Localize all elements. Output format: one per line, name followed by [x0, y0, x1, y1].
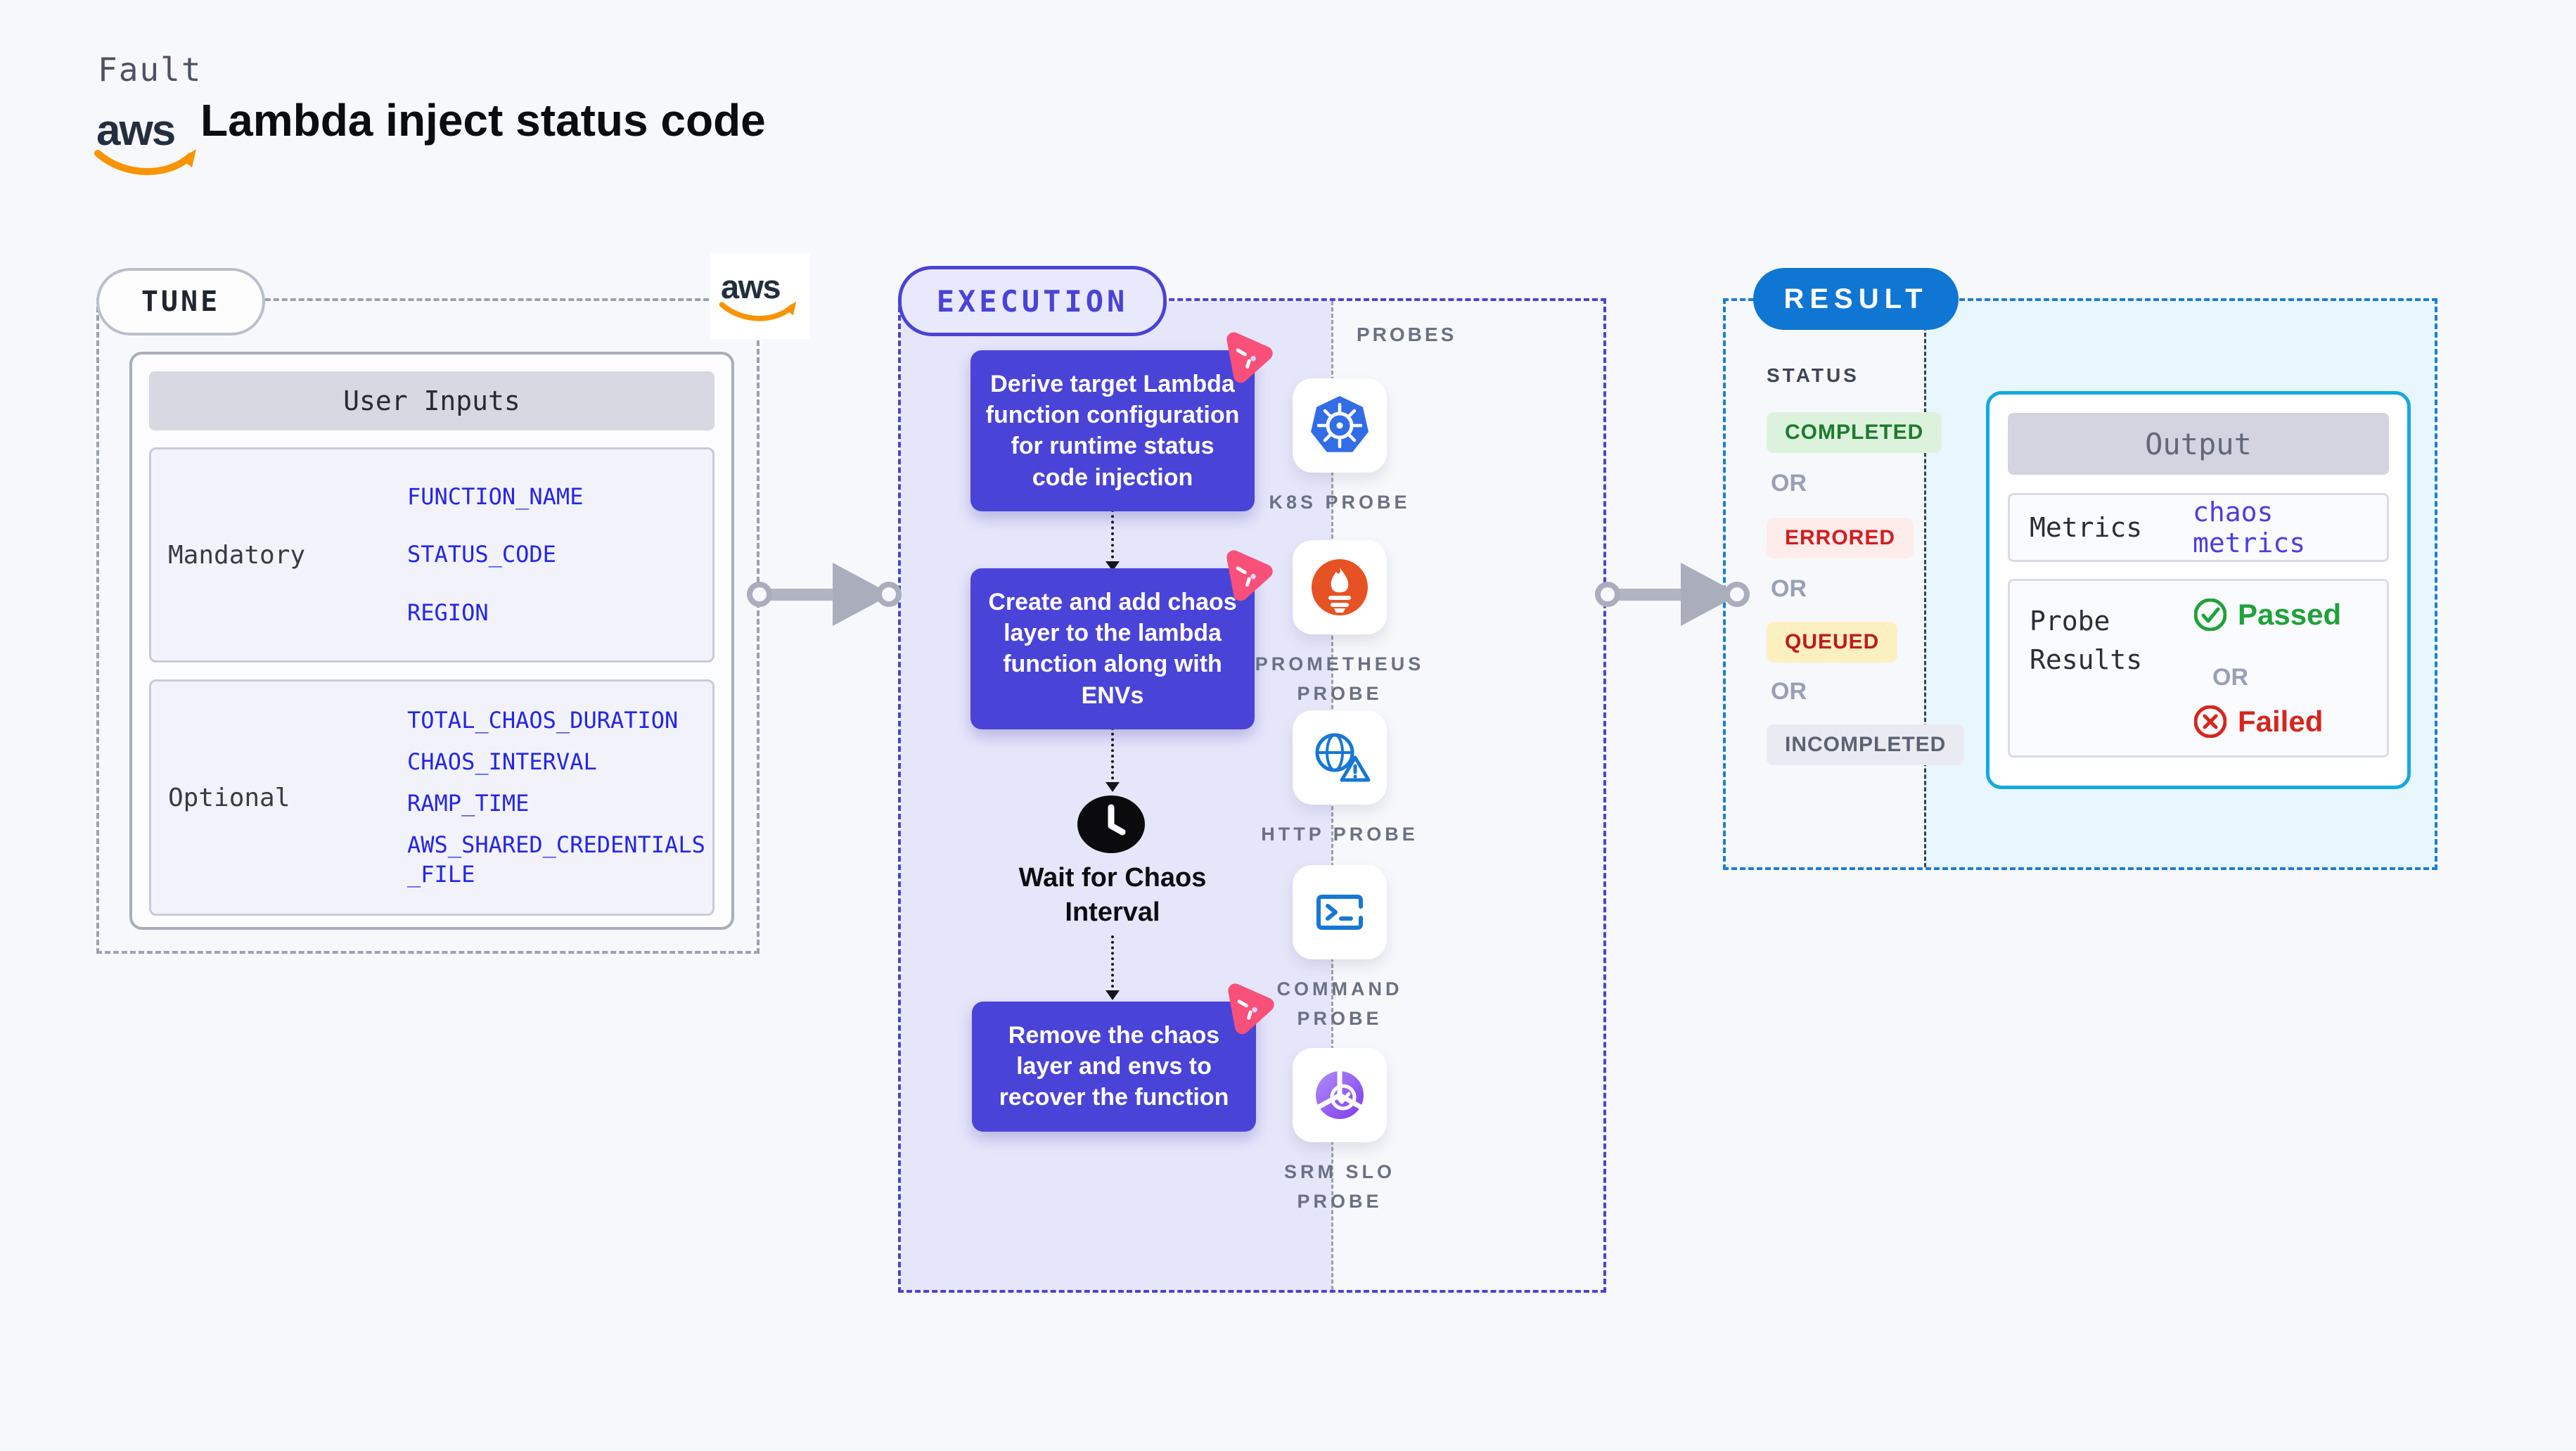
mandatory-group-label: Mandatory [168, 540, 306, 570]
mandatory-group-row: Mandatory FUNCTION_NAME STATUS_CODE REGI… [149, 447, 715, 663]
optional-group-label: Optional [168, 783, 290, 812]
flow-connector [1111, 935, 1114, 993]
status-column-label: STATUS [1767, 364, 1859, 386]
step-create-chaos-layer: Create and add chaos layer to the lambda… [970, 568, 1255, 729]
prometheus-icon [1293, 540, 1387, 634]
metrics-row: Metrics chaos metrics [2008, 493, 2389, 562]
flow-connector [1111, 509, 1114, 564]
probe-result-or-separator: OR [2212, 664, 2248, 691]
page-title: Lambda inject status code [200, 95, 766, 146]
check-circle-icon [2194, 599, 2226, 631]
field-status-code: STATUS_CODE [407, 541, 556, 568]
slo-donut-check-icon [1293, 1048, 1387, 1142]
http-globe-warning-icon [1293, 710, 1387, 805]
output-card-header: Output [2008, 413, 2389, 475]
probe-result-failed: Failed [2194, 705, 2323, 739]
flow-connector-arrowhead [1106, 990, 1120, 1000]
step-remove-chaos-layer: Remove the chaos layer and envs to recov… [972, 1002, 1256, 1132]
status-or-separator: OR [1771, 678, 1807, 705]
flow-connector-arrowhead [1106, 782, 1120, 792]
field-total-chaos-duration: TOTAL_CHAOS_DURATION [407, 706, 679, 734]
optional-fields: TOTAL_CHAOS_DURATION CHAOS_INTERVAL RAMP… [407, 682, 712, 914]
metrics-label: Metrics [2030, 512, 2143, 543]
probe-results-label: Probe Results [2030, 606, 2143, 676]
field-ramp-time: RAMP_TIME [407, 789, 530, 817]
probe-k8s-label: K8S PROBE [1269, 492, 1411, 513]
field-aws-shared-credentials-file: AWS_SHARED_CREDENTIALS_FILE [407, 831, 705, 888]
field-region: REGION [407, 599, 489, 626]
execution-to-result-arrow [1595, 556, 1751, 637]
terminal-icon [1293, 865, 1387, 959]
status-or-separator: OR [1771, 575, 1807, 602]
wait-for-chaos-interval-label: Wait for Chaos Interval [1018, 863, 1207, 928]
probe-result-passed: Passed [2194, 598, 2341, 632]
probe-command-label: COMMAND PROBE [1276, 978, 1403, 1029]
user-inputs-header: User Inputs [149, 371, 715, 430]
probes-column-label: PROBES [1357, 324, 1457, 345]
passed-label: Passed [2238, 598, 2342, 631]
step-remove-chaos-layer-text: Remove the chaos layer and envs to recov… [999, 1022, 1229, 1111]
probe-k8s: K8S PROBE [1220, 378, 1459, 518]
field-chaos-interval: CHAOS_INTERVAL [407, 748, 597, 775]
x-circle-icon [2194, 705, 2226, 738]
probe-prometheus: PROMETHEUS PROBE [1220, 540, 1459, 709]
flow-connector [1111, 727, 1114, 785]
probe-prometheus-label: PROMETHEUS PROBE [1255, 653, 1425, 704]
aws-logo-small [710, 253, 810, 339]
step-derive-config-text: Derive target Lambda function configurat… [985, 371, 1240, 491]
probe-srm-slo: SRM SLO PROBE [1220, 1048, 1459, 1217]
failed-label: Failed [2238, 705, 2324, 738]
tune-section-label: TUNE [96, 268, 265, 335]
fault-kicker: Fault [98, 51, 203, 89]
kubernetes-icon [1293, 378, 1387, 473]
mandatory-fields: FUNCTION_NAME STATUS_CODE REGION [407, 449, 712, 660]
execution-section-label: EXECUTION [898, 266, 1167, 336]
field-function-name: FUNCTION_NAME [407, 482, 584, 510]
status-badge-errored: ERRORED [1767, 518, 1914, 558]
probe-http-label: HTTP PROBE [1261, 824, 1418, 845]
step-derive-config: Derive target Lambda function configurat… [970, 350, 1255, 511]
user-inputs-card: User Inputs Mandatory FUNCTION_NAME STAT… [129, 352, 734, 930]
aws-logo [94, 103, 203, 181]
optional-group-row: Optional TOTAL_CHAOS_DURATION CHAOS_INTE… [149, 679, 715, 916]
status-badge-queued: QUEUED [1767, 622, 1898, 663]
status-or-separator: OR [1771, 470, 1807, 497]
result-section-label: RESULT [1753, 268, 1959, 330]
output-card: Output Metrics chaos metrics Probe Resul… [1986, 391, 2411, 789]
probe-command: COMMAND PROBE [1220, 865, 1459, 1034]
tune-section-box [96, 298, 760, 954]
probe-results-values: Passed OR Failed [2187, 581, 2387, 755]
probe-http: HTTP PROBE [1220, 710, 1459, 850]
status-badge-completed: COMPLETED [1767, 412, 1942, 453]
probe-srm-slo-label: SRM SLO PROBE [1283, 1161, 1395, 1212]
step-create-chaos-layer-text: Create and add chaos layer to the lambda… [988, 589, 1237, 709]
clock-icon [1075, 792, 1148, 857]
probe-results-row: Probe Results Passed OR Failed [2008, 579, 2389, 758]
tune-to-execution-arrow [747, 556, 903, 637]
metrics-value: chaos metrics [2193, 497, 2306, 558]
status-badge-incompleted: INCOMPLETED [1767, 724, 1965, 765]
